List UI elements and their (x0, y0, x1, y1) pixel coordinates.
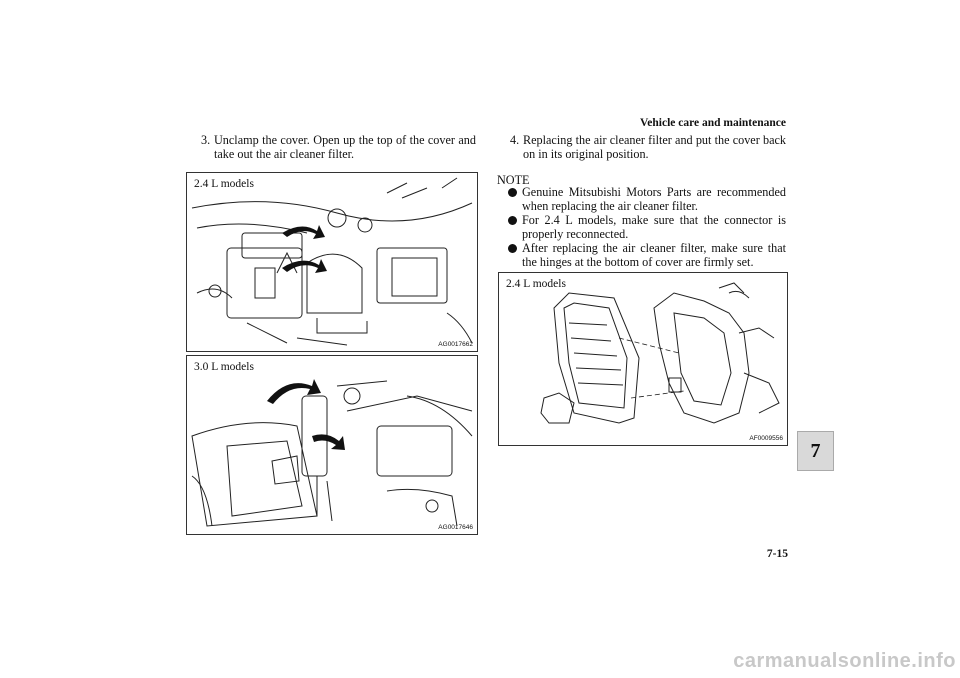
page-number: 7-15 (766, 548, 788, 560)
note-item-text: For 2.4 L models, make sure that the con… (522, 213, 786, 241)
step-3: 3. Unclamp the cover. Open up the top of… (201, 133, 476, 161)
note-heading: NOTE (497, 173, 530, 187)
bullet-icon (508, 216, 517, 225)
chapter-tab: 7 (797, 431, 834, 471)
watermark-text: carmanualsonline.info (733, 650, 956, 672)
note-item: After replacing the air cleaner filter, … (508, 241, 786, 269)
figure-2-4l-engine: 2.4 L models AG0017662 (186, 172, 478, 352)
figure-2-label: 3.0 L models (194, 361, 254, 373)
engine-illustration-3-0l (191, 379, 473, 527)
bullet-icon (508, 188, 517, 197)
figure-1-label: 2.4 L models (194, 178, 254, 190)
bullet-icon (508, 244, 517, 253)
figure-3-code: AF0009556 (749, 435, 783, 442)
figure-1-code: AG0017662 (438, 341, 473, 348)
step-3-number: 3. (201, 133, 211, 147)
note-item: For 2.4 L models, make sure that the con… (508, 213, 786, 241)
note-item: Genuine Mitsubishi Motors Parts are reco… (508, 185, 786, 213)
step-3-text: Unclamp the cover. Open up the top of th… (214, 133, 476, 161)
step-4-text: Replacing the air cleaner filter and put… (523, 133, 786, 161)
air-cleaner-illustration (540, 282, 780, 424)
note-item-text: Genuine Mitsubishi Motors Parts are reco… (522, 185, 786, 213)
step-4-number: 4. (510, 133, 520, 147)
engine-illustration-2-4l (191, 177, 473, 346)
section-title: Vehicle care and maintenance (640, 117, 786, 129)
watermark: carmanualsonline.info (0, 650, 960, 673)
step-4: 4. Replacing the air cleaner filter and … (510, 133, 786, 161)
figure-3-0l-engine: 3.0 L models AG0017646 (186, 355, 478, 535)
figure-air-cleaner-filter: 2.4 L models AF0009556 (498, 272, 788, 446)
note-item-text: After replacing the air cleaner filter, … (522, 241, 786, 269)
figure-3-label: 2.4 L models (506, 278, 566, 290)
figure-2-code: AG0017646 (438, 524, 473, 531)
